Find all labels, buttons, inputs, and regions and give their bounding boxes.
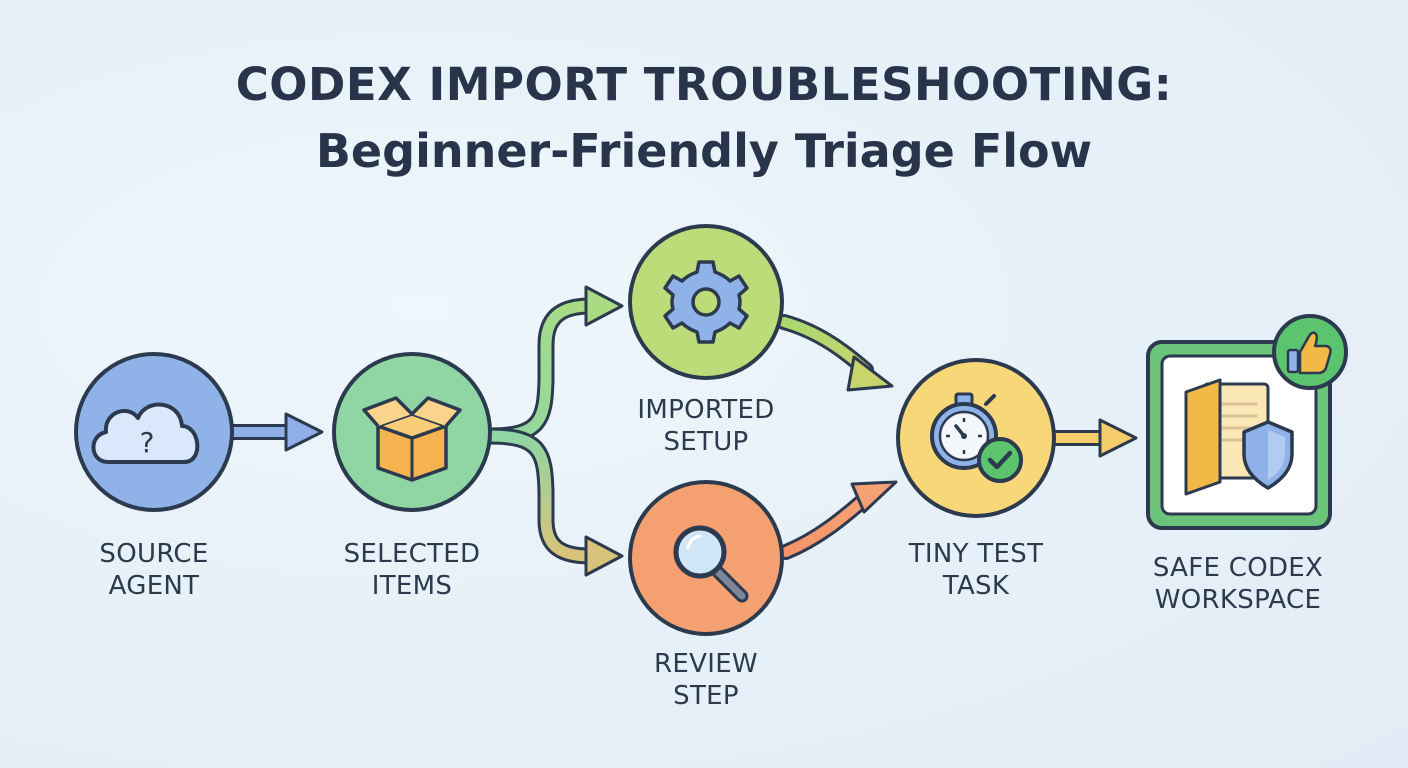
gear-icon bbox=[663, 260, 749, 344]
node-tiny-test-task bbox=[896, 358, 1056, 518]
node-imported-setup bbox=[628, 224, 784, 380]
diagram-subtitle: Beginner-Friendly Triage Flow bbox=[315, 124, 1093, 178]
label-imported-setup: IMPORTED SETUP bbox=[637, 395, 775, 457]
diagram-title: CODEX IMPORT TROUBLESHOOTING: bbox=[235, 58, 1173, 111]
arrow-imported-setup-to-test-task bbox=[776, 314, 894, 392]
svg-text:?: ? bbox=[140, 426, 155, 459]
arrow-source-to-selected bbox=[224, 412, 324, 452]
label-safe-codex-workspace: SAFE CODEX WORKSPACE bbox=[1152, 553, 1324, 615]
box-icon bbox=[362, 396, 462, 482]
magnifier-icon bbox=[673, 525, 749, 603]
node-safe-codex-workspace bbox=[1146, 340, 1332, 530]
stopwatch-check-icon bbox=[930, 392, 1023, 483]
arrow-review-step-to-test-task bbox=[778, 480, 898, 560]
label-source-agent: SOURCE AGENT bbox=[99, 539, 209, 601]
thumbs-up-badge bbox=[1272, 314, 1348, 390]
cloud-question-icon: ? bbox=[91, 402, 200, 464]
arrow-test-task-to-workspace bbox=[1048, 418, 1138, 458]
folder-shield-icon bbox=[1184, 378, 1294, 496]
label-selected-items: SELECTED ITEMS bbox=[343, 539, 481, 601]
thumbs-up-icon bbox=[1286, 331, 1332, 375]
label-tiny-test-task: TINY TEST TASK bbox=[908, 539, 1044, 601]
node-selected-items bbox=[332, 352, 492, 512]
arrow-selected-to-review-step bbox=[481, 427, 624, 577]
label-review-step: REVIEW STEP bbox=[654, 649, 758, 711]
node-review-step bbox=[628, 480, 784, 636]
node-source-agent: ? bbox=[74, 352, 234, 512]
